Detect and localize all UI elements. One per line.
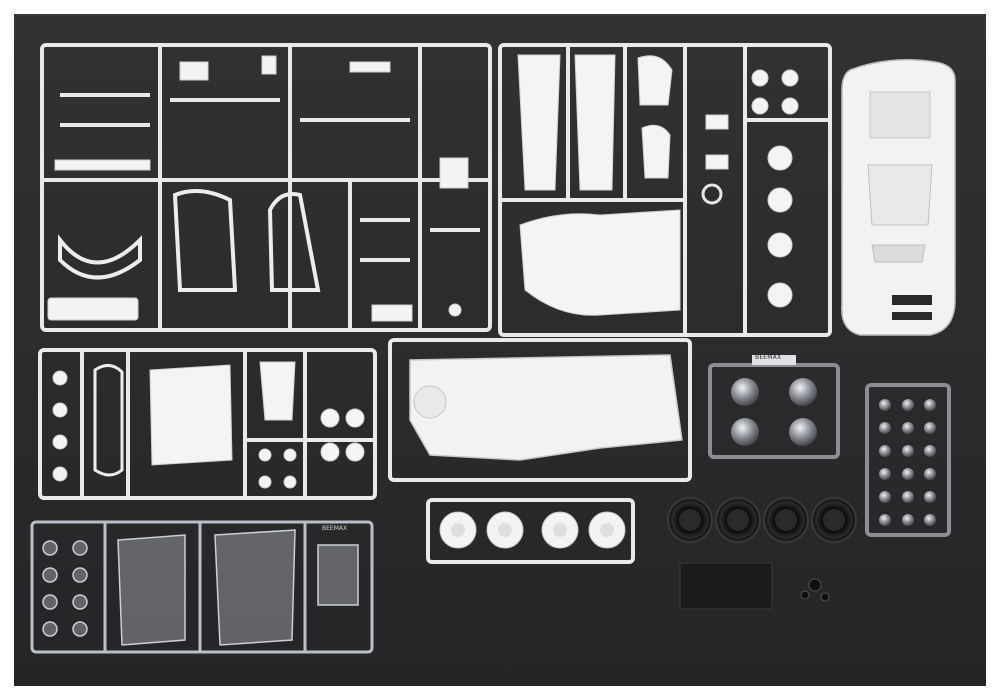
sprue-chrome-b <box>865 383 951 537</box>
sprue-wheels <box>426 498 635 564</box>
sprue-clear-parts <box>42 529 359 646</box>
sprue-chrome-a <box>708 355 840 459</box>
decal-card <box>679 562 773 610</box>
car-body-shell <box>841 59 956 336</box>
chassis-round-part <box>413 385 447 419</box>
sprue-b <box>498 43 832 337</box>
sprue-b-parts <box>517 54 799 316</box>
sprue-a-parts <box>47 55 469 322</box>
brand-tag-clear: BEEMAX <box>322 525 348 532</box>
chassis-floor <box>409 354 683 461</box>
brand-tag-chrome: BEEMAX <box>755 354 782 361</box>
sprue-c <box>38 348 377 500</box>
sprue-a <box>40 43 492 332</box>
small-black-parts <box>800 578 830 602</box>
sprue-chassis <box>388 338 692 482</box>
sprue-c-parts <box>52 361 365 489</box>
rubber-tires <box>667 497 857 543</box>
sprue-clear <box>30 520 374 654</box>
